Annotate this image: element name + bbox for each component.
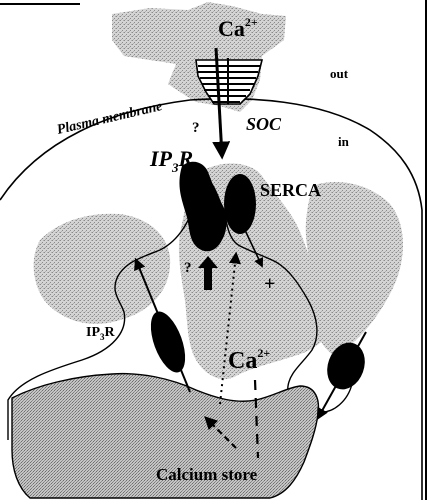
ip3r-left-label: IP3R: [86, 325, 116, 342]
ip3r-top-question: ?: [192, 120, 200, 136]
out-label: out: [330, 66, 349, 81]
soc-label: SOC: [246, 114, 282, 134]
cytosol-region-left: [34, 214, 171, 324]
calcium-store-label: Calcium store: [156, 465, 258, 484]
ip3r-left-receptor: [144, 307, 192, 377]
serca-label: SERCA: [260, 180, 321, 200]
lower-question: ?: [184, 260, 192, 276]
ip3r-top-label: IP3R: [149, 146, 193, 175]
plasma-membrane-label: Plasma membrane: [56, 99, 164, 138]
plus-label: +: [264, 273, 275, 295]
in-label: in: [338, 134, 350, 149]
extracellular-calcium-cloud: [112, 2, 286, 112]
serca-pump: [224, 174, 256, 234]
